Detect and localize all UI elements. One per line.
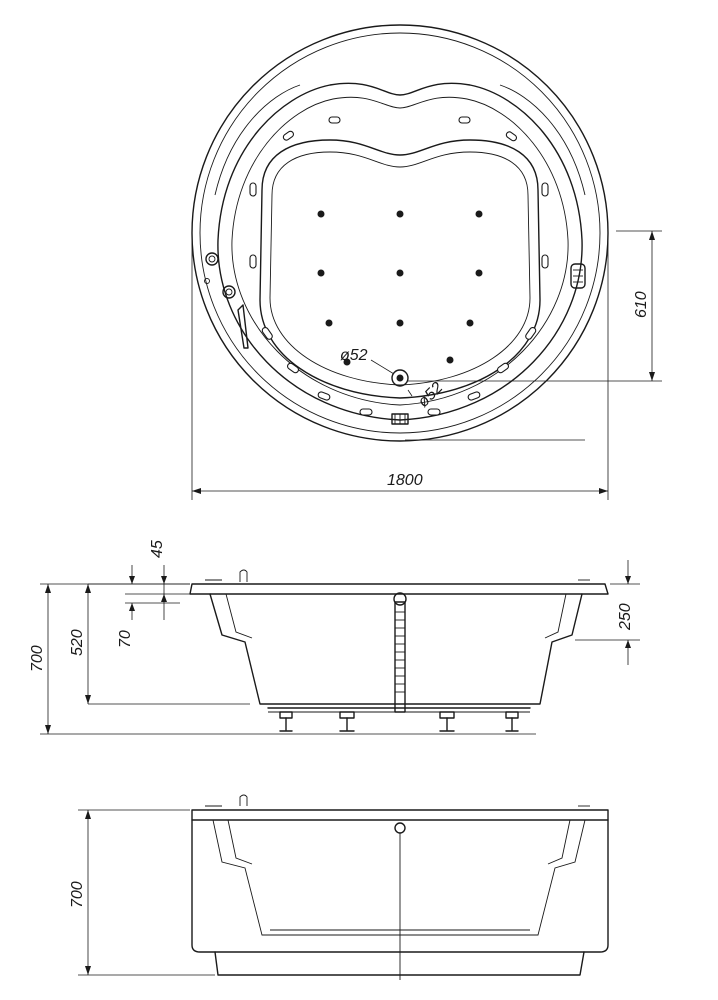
jet-dot	[475, 210, 483, 218]
left-arc	[214, 84, 301, 196]
jet-dot	[396, 269, 404, 277]
inner-shelf-line	[231, 96, 569, 406]
wall-jets	[249, 116, 549, 416]
diameter-label: 1800	[387, 472, 423, 489]
total-height-label-side: 700	[69, 881, 86, 908]
wall-jet	[317, 391, 331, 401]
bottom-jets	[317, 210, 483, 366]
front-rim	[189, 583, 609, 595]
front-view	[40, 560, 640, 735]
wall-jet	[505, 131, 518, 142]
drain-inner	[396, 374, 404, 382]
seat-depth-label: 250	[617, 603, 634, 631]
front-shell	[209, 593, 583, 705]
wall-jet	[427, 408, 441, 416]
total-height-label-front: 700	[29, 645, 46, 672]
legs	[279, 711, 519, 732]
control-knob-inner	[225, 288, 233, 296]
step-height-label: 70	[117, 630, 134, 648]
jet-dot	[446, 356, 454, 364]
wall-jet	[525, 326, 537, 340]
jet-dot	[325, 319, 333, 327]
wall-jet	[467, 391, 481, 401]
drain-offset-label: 610	[633, 291, 650, 318]
grab-rail	[237, 304, 249, 349]
control-dot	[204, 278, 210, 284]
top-view	[191, 24, 662, 500]
jet-dot	[466, 319, 474, 327]
wall-jet	[282, 130, 295, 141]
side-shell	[212, 819, 586, 936]
drain	[391, 369, 409, 387]
right-arc	[499, 84, 586, 196]
pipe-ribs	[395, 611, 405, 693]
jet-diameter-label-1: ø52	[340, 347, 368, 364]
jet-dot	[475, 269, 483, 277]
wall-jet	[359, 408, 373, 416]
rim-height-label: 45	[149, 540, 166, 558]
inner-depth-label: 520	[69, 629, 86, 656]
wall-jet	[328, 116, 341, 124]
side-view	[78, 794, 609, 980]
wall-jet	[261, 326, 273, 340]
jet-dot	[396, 319, 404, 327]
wall-jet	[496, 362, 510, 374]
wall-jet	[249, 254, 257, 269]
wall-jet	[249, 182, 257, 197]
control-knob	[205, 252, 219, 266]
jet-dot	[343, 358, 351, 366]
wall-jet	[541, 182, 549, 197]
jet-dot	[317, 210, 325, 218]
control-panel	[570, 263, 586, 289]
jet-dot	[317, 269, 325, 277]
outer-rim-inner-edge	[199, 32, 601, 434]
inner-shelf	[217, 82, 583, 421]
drain-pipe	[394, 601, 406, 713]
basin-outline	[259, 139, 541, 399]
basin-bottom	[269, 151, 531, 386]
wall-jet	[458, 116, 471, 124]
control-knob	[222, 285, 236, 299]
wall-jet	[286, 362, 300, 374]
side-apron	[191, 809, 609, 953]
wall-jet	[541, 254, 549, 269]
jet-dot	[396, 210, 404, 218]
control-knob-inner	[208, 255, 216, 263]
jet-diameter-label-2: ø52	[415, 379, 447, 411]
